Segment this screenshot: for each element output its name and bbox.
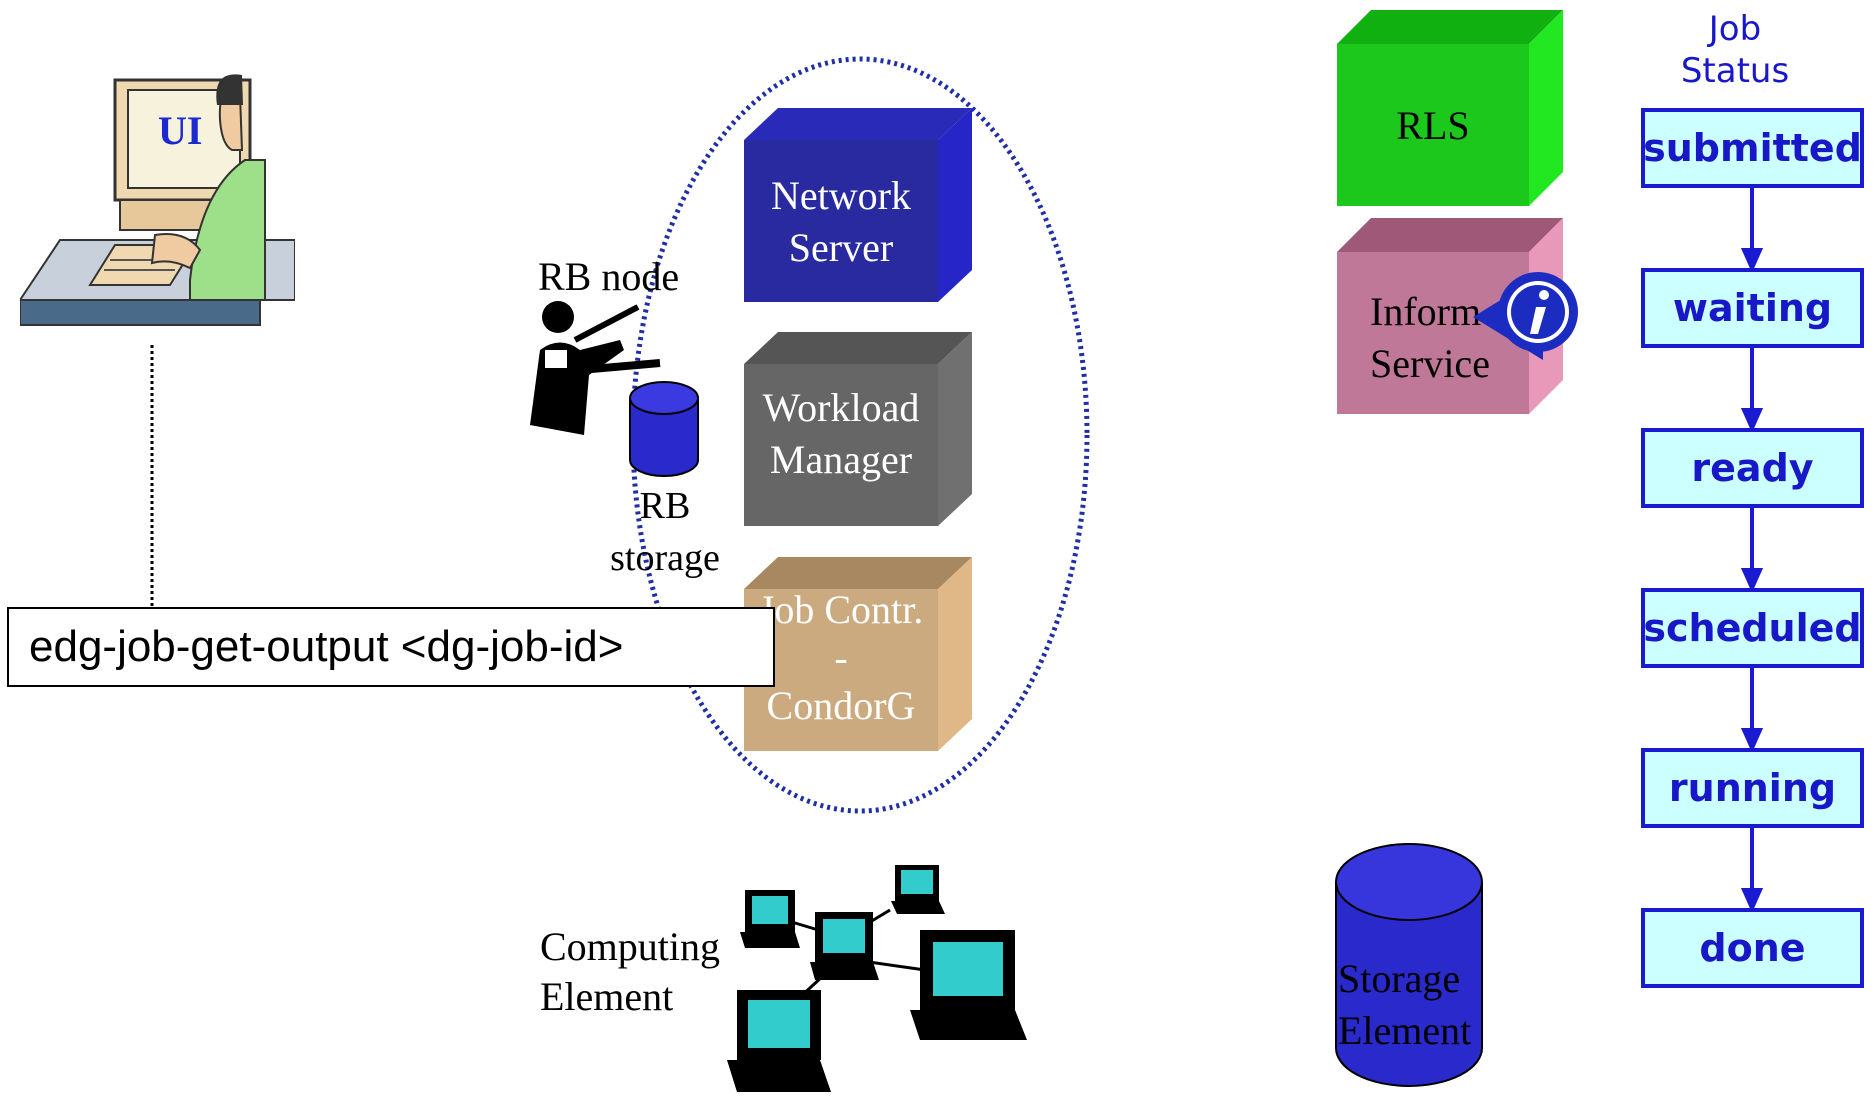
status-running-label: running: [1668, 766, 1837, 810]
status-running: running: [1641, 748, 1864, 828]
rb-node-presenter-figure: [530, 301, 661, 435]
rb-storage-line2: storage: [610, 537, 720, 579]
info-icon: [1473, 272, 1578, 360]
status-scheduled-label: scheduled: [1643, 606, 1862, 650]
computing-element-line1: Computing: [540, 924, 721, 969]
rb-storage-cylinder: [629, 381, 699, 477]
rb-storage-line1: RB: [639, 485, 691, 527]
network-server-line2: Server: [788, 225, 894, 270]
ui-label: UI: [158, 108, 203, 153]
ce-computer-4: [910, 930, 1027, 1040]
status-ready-label: ready: [1691, 446, 1814, 490]
storage-element-label: Storage Element: [1338, 953, 1471, 1057]
ui-workstation-illustration: [20, 74, 295, 326]
computing-element-network-illustration: [727, 865, 1027, 1092]
rls-cube: [1337, 10, 1563, 206]
computing-element-label: Computing Element: [540, 922, 720, 1022]
ce-computer-3: [810, 912, 879, 980]
job-status-title: Job Status: [1660, 8, 1810, 92]
status-submitted: submitted: [1641, 108, 1864, 188]
status-waiting-label: waiting: [1672, 286, 1833, 330]
storage-element-line1: Storage: [1338, 956, 1461, 1001]
network-server-cube: [744, 108, 972, 302]
ce-computer-1: [740, 890, 800, 948]
computing-element-line2: Element: [540, 974, 674, 1019]
status-done: done: [1641, 908, 1864, 988]
rb-node-label: RB node: [538, 254, 680, 299]
workload-manager-line1: Workload: [762, 385, 920, 430]
information-service-label: Inform Service: [1370, 286, 1490, 390]
ce-computer-2: [891, 865, 945, 914]
status-ready: ready: [1641, 428, 1864, 508]
storage-element-cylinder: [1335, 843, 1483, 1087]
status-waiting: waiting: [1641, 268, 1864, 348]
rls-label: RLS: [1396, 103, 1470, 148]
job-status-title-line1: Job: [1708, 9, 1762, 49]
workload-manager-label: Workload Manager: [744, 382, 938, 486]
information-service-line1: Inform: [1370, 289, 1482, 334]
network-server-line1: Network: [771, 173, 911, 218]
network-server-label: Network Server: [744, 170, 938, 274]
ui-connector-line: [150, 345, 154, 607]
workload-manager-line2: Manager: [769, 437, 913, 482]
job-controller-cube: [744, 557, 972, 751]
job-status-arrows: [1740, 180, 1764, 913]
status-scheduled: scheduled: [1641, 588, 1864, 668]
job-controller-line2: -: [834, 635, 848, 680]
storage-element-line2: Element: [1338, 1008, 1472, 1053]
ce-computer-5: [727, 990, 831, 1092]
job-controller-line1: Job Contr.: [758, 587, 924, 632]
status-done-label: done: [1699, 926, 1806, 970]
command-box: edg-job-get-output <dg-job-id>: [7, 607, 775, 687]
workload-manager-cube: [744, 332, 972, 526]
job-status-title-line2: Status: [1680, 51, 1790, 91]
information-service-line2: Service: [1370, 341, 1490, 386]
command-text: edg-job-get-output <dg-job-id>: [29, 622, 624, 671]
job-controller-line3: CondorG: [766, 683, 916, 728]
job-controller-label: Job Contr. - CondorG: [744, 586, 938, 730]
rb-storage-label: RB storage: [600, 480, 730, 584]
status-submitted-label: submitted: [1643, 126, 1862, 170]
